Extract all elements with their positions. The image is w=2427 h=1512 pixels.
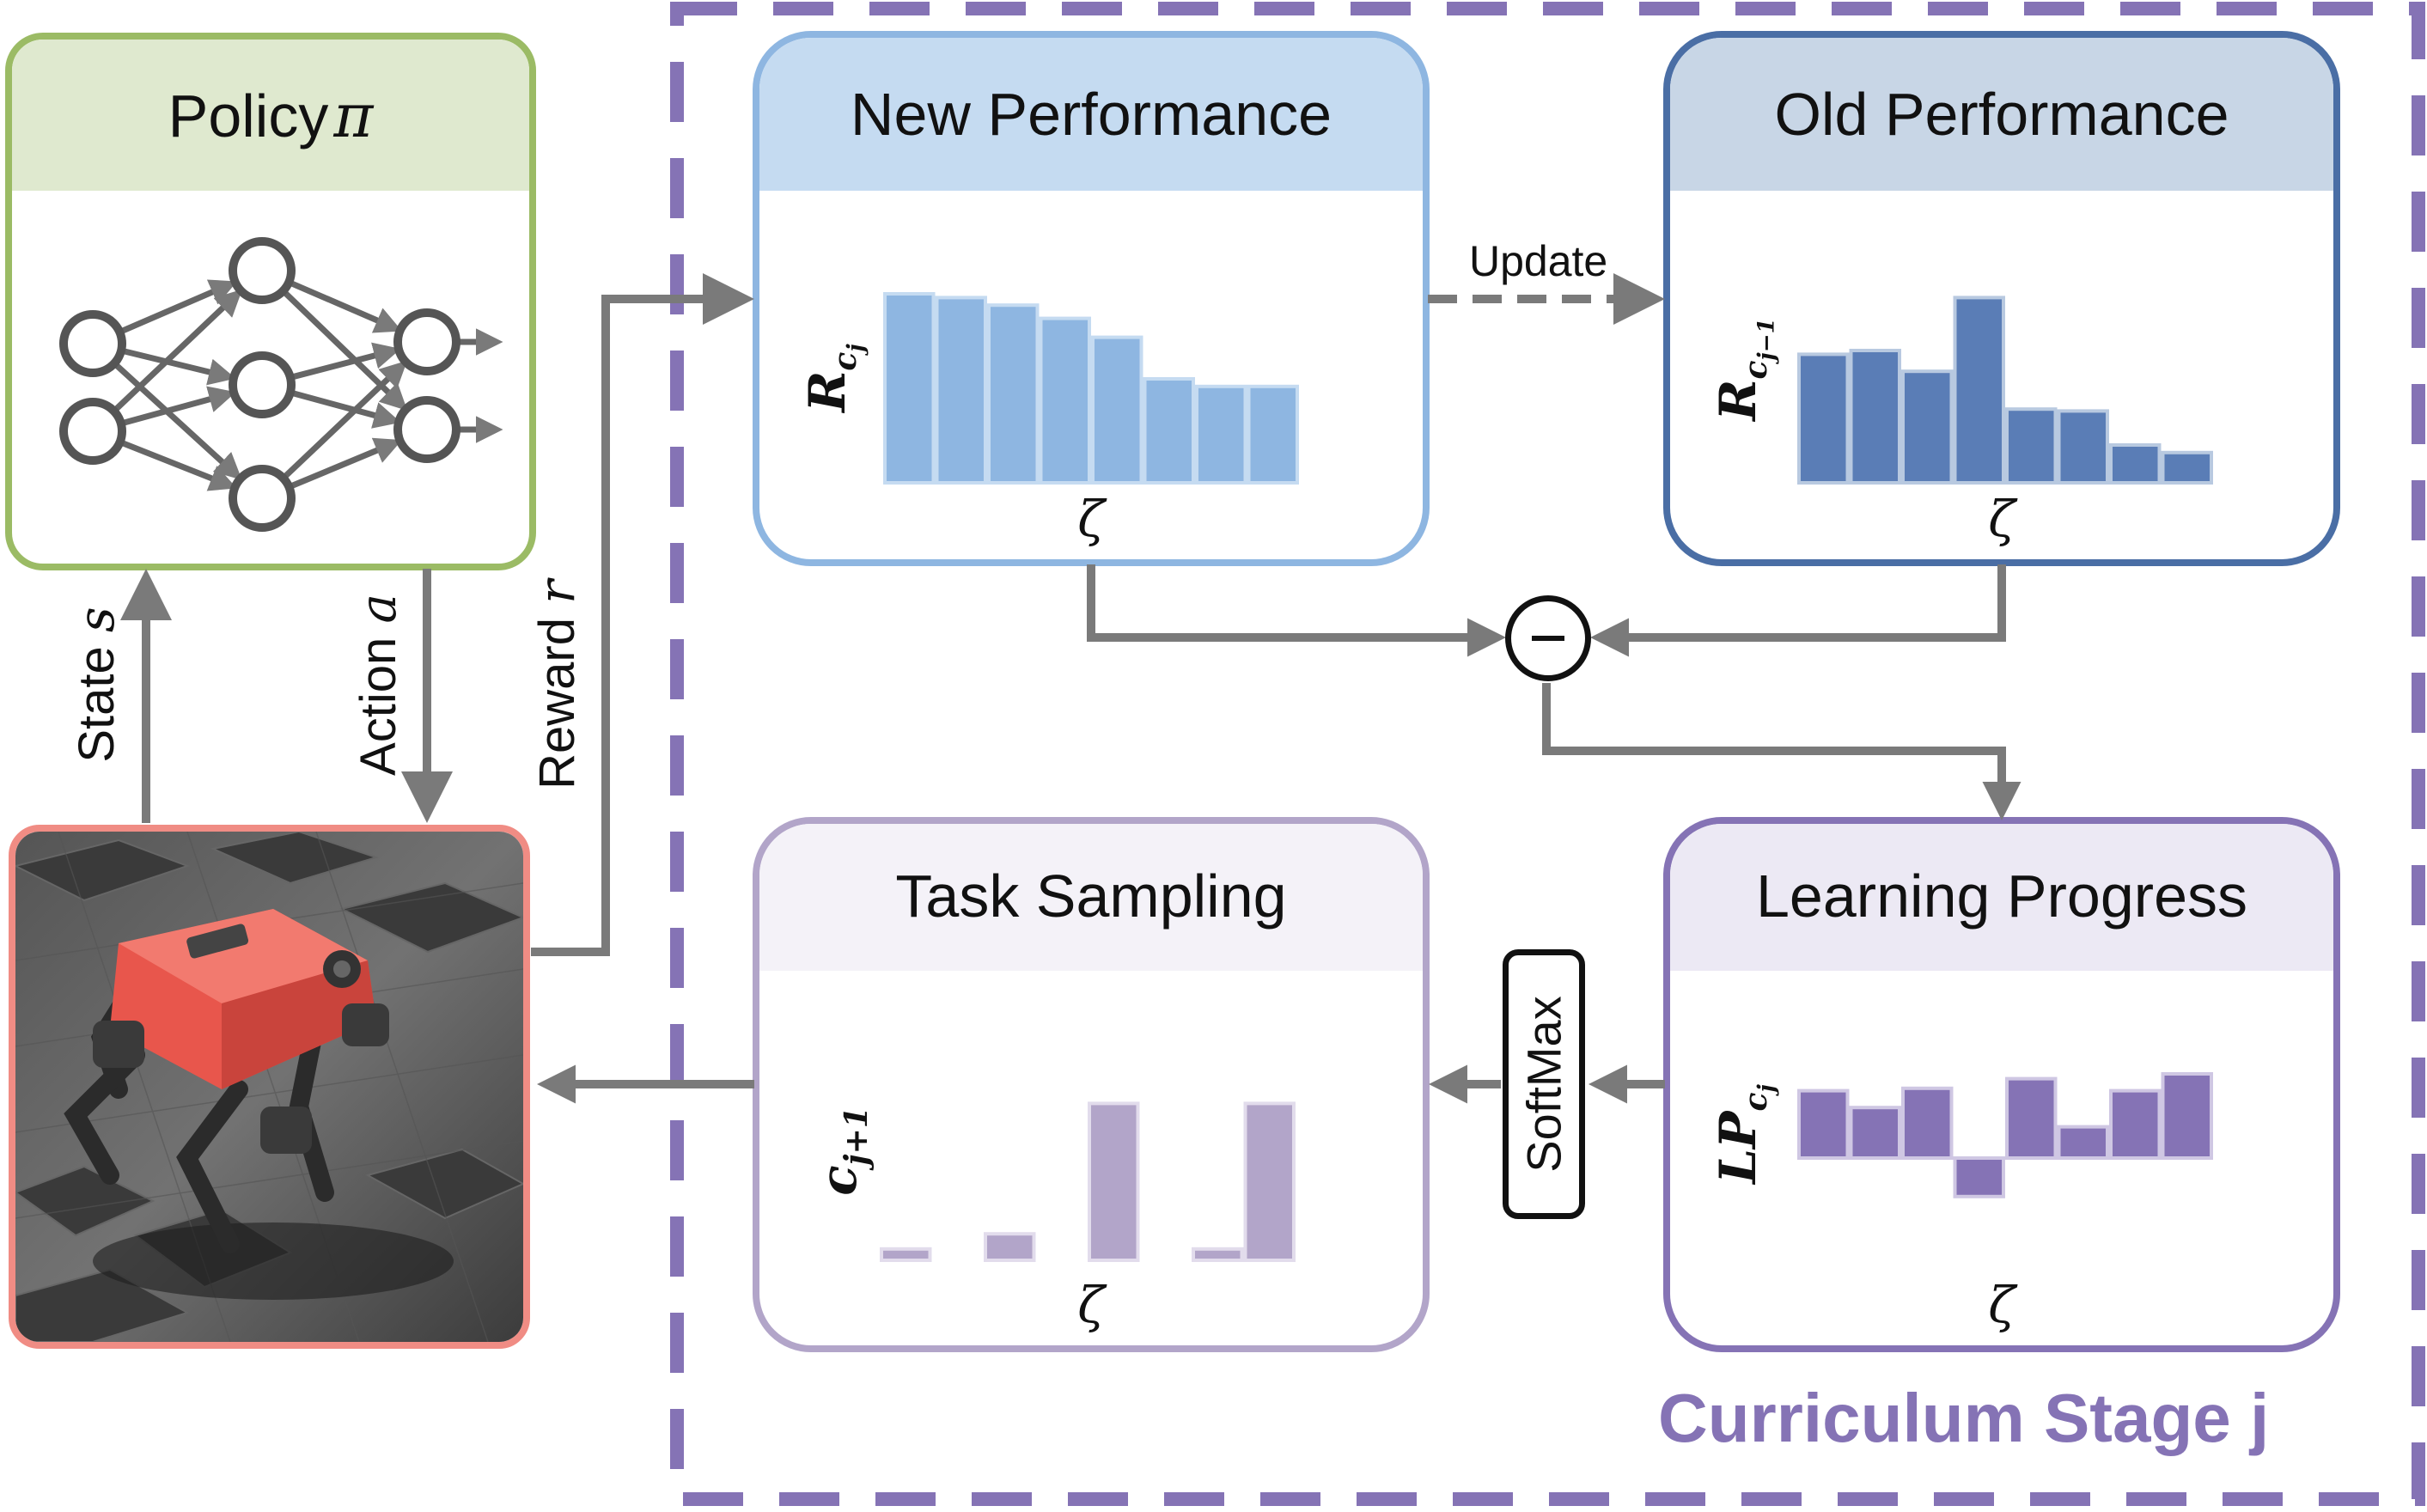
nn-edge (289, 437, 402, 490)
chart-bar (2057, 1125, 2109, 1160)
chart-bar (1901, 369, 1954, 485)
chart-bar (1243, 1101, 1296, 1263)
nn-edge (122, 348, 236, 386)
chart-bar (1797, 1088, 1850, 1160)
learning-progress-bars (1797, 1072, 2213, 1198)
chart-bar (1797, 352, 1850, 485)
learning-progress-box (1663, 817, 2340, 1352)
new-to-diff-arrow (1087, 564, 1506, 657)
chart-bar (883, 292, 936, 485)
chart-bar (1192, 1247, 1244, 1263)
chart-bar (1143, 377, 1195, 485)
chart-bar (1088, 1101, 1140, 1263)
nn-node (59, 398, 126, 465)
chart-bar (1849, 1106, 1901, 1160)
task-sampling-bars (880, 1101, 1296, 1263)
chart-bar (1953, 1156, 2005, 1198)
neural-network-icon (113, 279, 503, 491)
diff-to-lp-arrow (1542, 683, 2021, 820)
chart-bar (987, 303, 1040, 485)
nn-edge (120, 439, 237, 491)
chart-bar (1849, 349, 1901, 485)
nn-node (393, 308, 460, 375)
nn-edge (290, 342, 401, 381)
chart-bar (2109, 1088, 2162, 1160)
nn-edge (113, 289, 243, 412)
nn-node (393, 396, 460, 463)
chart-bar (2005, 1076, 2058, 1160)
robot-environment-image (9, 825, 530, 1349)
old-to-diff-arrow (1590, 564, 2006, 657)
nn-edge (119, 279, 238, 334)
nn-node (229, 465, 296, 532)
chart-bar (2005, 407, 2058, 485)
nn-node (229, 351, 296, 418)
nn-node (229, 237, 296, 304)
reward-arrow (531, 273, 754, 956)
chart-bar (880, 1247, 932, 1263)
chart-bar (1039, 316, 1091, 485)
nn-node (59, 310, 126, 377)
chart-bar (1195, 384, 1247, 485)
chart-bar (1901, 1086, 1954, 1161)
nn-edge (113, 362, 242, 480)
curriculum-stage-border (670, 2, 2425, 1506)
task-sampling-box (753, 817, 1430, 1352)
chart-bar (984, 1232, 1036, 1262)
new-performance-bars (883, 292, 1299, 485)
nn-edge (289, 280, 403, 333)
nn-edge (282, 360, 408, 479)
chart-bar (2057, 409, 2109, 485)
chart-bar (1953, 296, 2005, 485)
neural-network-nodes (59, 237, 460, 532)
nn-edge (290, 390, 401, 429)
chart-bar (2161, 450, 2213, 485)
chart-bar (1247, 384, 1299, 485)
old-performance-bars (1797, 296, 2213, 485)
nn-edge (121, 386, 236, 426)
chart-bar (2161, 1072, 2213, 1160)
chart-bar (2109, 443, 2162, 485)
chart-bar (935, 296, 987, 485)
chart-bar (1091, 335, 1143, 485)
